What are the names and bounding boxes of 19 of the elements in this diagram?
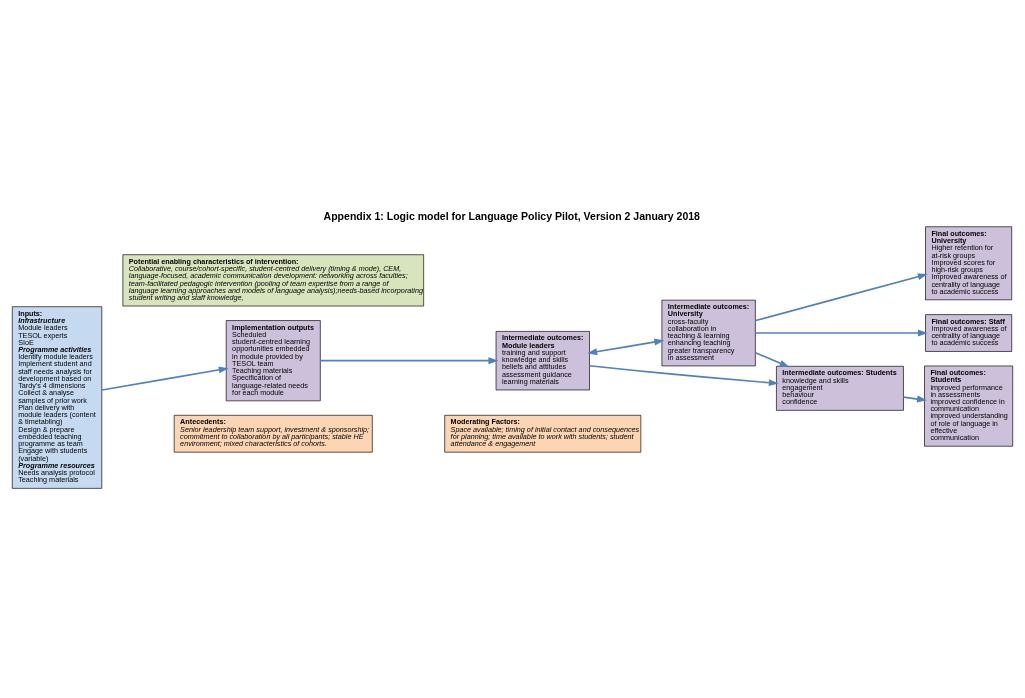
- arrow: [587, 338, 665, 356]
- node-box: Moderating Factors: Space available; timing of initial contact and consequences for planning; time available to work with students; student attendance & engagement: [444, 415, 642, 453]
- node-box: Intermediate outcomes: Students knowledge and skills engagement behaviour confidence: [776, 365, 904, 411]
- node-box: Final outcomes: Staff Improved awareness of centrality of language to academic success: [925, 314, 1013, 352]
- arrow: [101, 366, 229, 391]
- arrow: [754, 273, 928, 322]
- arrow: [319, 357, 499, 365]
- node-box: Final outcomes: University Higher retention for at-risk groups Improved scores for high-risk groups Improved awareness of centrality of language to academic success: [925, 226, 1013, 301]
- node-box: Antecedents: Senior leadership team support, investment & sponsorship; commitment to collaboration by all participants; stable HE environment; mixed characteristics of cohorts.: [173, 415, 373, 453]
- node-box: Implementation outputs Scheduled student-centred learning opportunities embedded in module provided by TESOL team Teaching materials Specification of language-related needs for each module: [225, 320, 321, 402]
- node-box: Intermediate outcomes: Module leaders training and support knowledge and skills beliefs and attitudes assessment guidance learning materials: [495, 331, 590, 391]
- arrow: [754, 329, 928, 337]
- diagram-title: Appendix 1: Logic model for Language Policy Pilot, Version 2 January 2018: [323, 210, 700, 223]
- arrow: [754, 351, 790, 368]
- node-box: Inputs: Infrastructure Module leaders TESOL experts SIoE Programme activities Identify module leaders Implement student and staff needs analysis for development based on Tardy's 4 dimensions Collect & analyse samples of prior work Plan delivery with module leaders (content & timetabling) Design & prepare embedded teaching programme as team Engage with students (variable) Programme resources Needs analysis protocol Teaching materials: [11, 306, 103, 489]
- arrow: [588, 364, 779, 387]
- node-box: Intermediate outcomes: University cross-faculty collaboration in teaching & learning enhancing teaching greater transparency in assessment: [661, 299, 756, 367]
- node-box: Final outcomes: Students improved performance in assessments improved confidence in communication improved understanding of role of language in effective communication: [924, 365, 1014, 447]
- node-box: Potential enabling characteristics of intervention: Collaborative, course/cohort-specific, student-centred delivery (timing & mode), CEM, language-focused, academic communication development: networking across faculties; team-facilitated pedagogic intervention (pooling of team expertise from a range of language learning approaches and models of language analysis);needs-based incorporating student writing and staff knowledge,: [122, 254, 424, 307]
